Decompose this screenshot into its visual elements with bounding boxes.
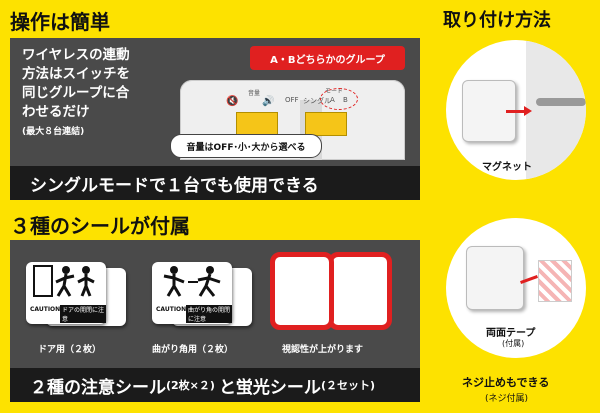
door-frame — [526, 40, 586, 180]
magnet-arrow — [506, 110, 528, 113]
section2-bar-small1: (2枚×２) — [166, 379, 215, 392]
door-sticker-front: CAUTION ドアの開閉に注意 — [26, 262, 106, 324]
volume-switch[interactable] — [236, 112, 278, 136]
group-dashed-circle — [320, 88, 358, 110]
tape-pad — [538, 260, 572, 302]
corner-caution-text: 曲がり角の開閉に注意 — [186, 305, 232, 323]
fluorescent-sticker-back — [328, 252, 392, 330]
section2-bar-main1: ２種の注意シール — [30, 377, 166, 398]
mode-switch[interactable] — [305, 112, 347, 136]
corner-caption: 曲がり角用（２枚） — [152, 345, 234, 355]
door-caution-word: CAUTION — [30, 306, 61, 313]
tape-circle: 両面テープ (付属) — [446, 218, 586, 358]
section1-title: 操作は簡単 — [10, 10, 110, 34]
mounting-title: 取り付け方法 — [443, 10, 551, 31]
desc-line: ワイヤレスの連動 — [22, 47, 130, 63]
section1-bar: シングルモードで１台でも使用できる — [10, 166, 420, 200]
section2-bar: ２種の注意シール (2枚×２) と蛍光シール (２セット) — [10, 368, 420, 402]
section2-title: ３種のシールが付属 — [10, 214, 190, 238]
group-callout: A・Bどちらかのグループ — [250, 46, 405, 70]
section2-bar-small2: (２セット) — [320, 379, 375, 392]
volume-callout-text: 音量はOFF･小･大から選べる — [186, 142, 306, 153]
speaker-icon: 🔇 — [226, 96, 239, 107]
section2-bar-mid: と蛍光シール — [218, 377, 321, 398]
section1-bar-text: シングルモードで１台でも使用できる — [30, 175, 319, 196]
single-label: シングル — [303, 97, 331, 105]
tape-label: 両面テープ — [486, 328, 536, 339]
group-callout-text: A・Bどちらかのグループ — [270, 54, 385, 66]
desc-line: 同じグループに合 — [22, 85, 130, 101]
fluorescent-sticker-front — [270, 252, 334, 330]
door-caution-text: ドアの開閉に注意 — [60, 305, 106, 323]
speaker-loud-icon: 🔊 — [262, 96, 275, 107]
screw-note: (ネジ付属) — [485, 394, 529, 404]
desc-note: (最大８台連結) — [22, 127, 85, 137]
magnet-circle: マグネット — [446, 40, 586, 180]
off-label: OFF — [285, 96, 299, 104]
screw-label: ネジ止めもできる — [462, 376, 550, 389]
desc-line: 方法はスイッチを — [22, 66, 130, 82]
desc-line: わせるだけ — [22, 104, 90, 120]
volume-callout: 音量はOFF･小･大から選べる — [170, 134, 322, 158]
magnet-label: マグネット — [482, 162, 532, 173]
section1-description: ワイヤレスの連動 方法はスイッチを 同じグループに合 わせるだけ (最大８台連結… — [22, 46, 172, 137]
corner-caution-word: CAUTION — [156, 306, 187, 313]
corner-sticker-front: CAUTION 曲がり角の開閉に注意 — [152, 262, 232, 324]
door-handle — [536, 98, 586, 106]
sensor-back — [466, 246, 524, 310]
fluorescent-caption: 視認性が上がります — [282, 345, 364, 355]
door-caption: ドア用（２枚） — [38, 345, 102, 355]
volume-label: 音量 — [248, 90, 261, 97]
door-pictogram — [33, 265, 95, 297]
tape-note: (付属) — [502, 339, 525, 348]
magnet-arrowhead — [524, 106, 532, 116]
corner-pictogram — [163, 266, 221, 297]
